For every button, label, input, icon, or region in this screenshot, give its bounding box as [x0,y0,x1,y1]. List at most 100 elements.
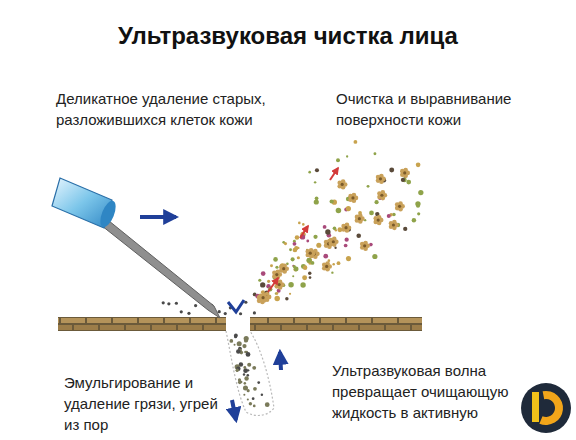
particle [346,256,351,261]
particle [374,200,378,204]
particle [295,235,300,240]
particle [337,261,341,265]
dirt-particle [236,369,239,372]
flower-particle [376,174,386,184]
particle [373,152,376,155]
logo [521,383,571,433]
particle [297,256,300,259]
flower-particle [329,237,339,247]
particle [306,240,309,243]
particle [300,282,305,287]
direction-arrow [280,352,281,370]
dirt-particle [238,378,241,381]
flower-particle [348,193,358,203]
flower-particle [279,264,289,274]
flower-particle [373,215,383,225]
particle [315,168,319,172]
particle [333,227,337,231]
flower-particle [389,220,399,230]
particle [332,263,335,266]
particle [412,218,416,222]
dead-cell-particle [175,302,178,305]
particle [292,275,294,277]
dirt-particle [244,336,249,341]
particle [415,201,420,206]
dirt-particle [229,339,233,343]
particle [323,254,328,259]
particle [303,265,308,270]
dirt-particle [253,387,257,391]
skin-layer [58,317,226,331]
device-blade [92,212,220,318]
particle [313,235,317,239]
particle [289,248,292,251]
particle [261,271,266,276]
dirt-particle [243,368,248,373]
annotation-label: Очистка и выравнивание поверхности кожи [336,88,556,130]
dirt-particle [245,339,248,342]
flower-particle [395,201,405,211]
device-tip [97,199,119,229]
flower-particle [337,179,347,189]
dirt-particle [236,349,241,354]
dirt-particle [244,376,248,380]
motion-arrow [330,168,338,180]
dirt-particle [243,394,245,396]
motion-arrow [268,278,278,292]
dead-cell-particle [218,310,221,313]
flower-particle [360,241,370,251]
particle [258,279,261,282]
particle [302,275,307,280]
dirt-particle [243,386,248,391]
direction-arrow [140,215,176,219]
dirt-particle [252,397,255,400]
particle [367,185,370,188]
particle [273,257,278,262]
dirt-particle [237,341,242,346]
particle [372,254,377,259]
dirt-particle [236,369,239,372]
flower-particle [322,261,332,271]
dirt-particle [234,334,238,338]
wave-symbol [228,300,244,312]
particle [298,222,301,225]
flower-particle [400,168,410,178]
particle [308,272,311,275]
particle [285,297,288,300]
dead-cell-particle [239,312,242,315]
dirt-particle [253,405,256,408]
particle [275,292,278,295]
dirt-particle [243,373,245,375]
dead-cell-particle [253,311,256,314]
particle [416,162,421,167]
dirt-particle [236,367,241,372]
particle [291,257,295,261]
dead-cell-particle [167,302,170,305]
particle [406,180,411,185]
dead-cell-particle [180,310,183,313]
particle [345,238,349,242]
direction-arrow [232,400,236,420]
particle [353,140,357,144]
flower-particle [355,214,365,224]
motion-arrow [300,226,308,238]
dirt-particle [249,402,252,405]
particle [288,282,293,287]
particle [344,244,348,248]
particle [369,211,374,216]
particle [334,247,336,249]
particle [389,168,394,173]
dirt-particle [242,344,246,348]
particle [331,271,333,273]
particle [336,208,342,214]
dirt-particle [265,402,270,407]
particle [309,276,312,279]
particle [316,243,321,248]
dead-cell-particle [224,312,227,315]
particle [311,261,315,265]
dirt-particle [234,344,236,346]
particle [401,178,405,182]
particle [418,190,423,195]
dirt-particle [257,381,260,384]
particle [294,267,299,272]
